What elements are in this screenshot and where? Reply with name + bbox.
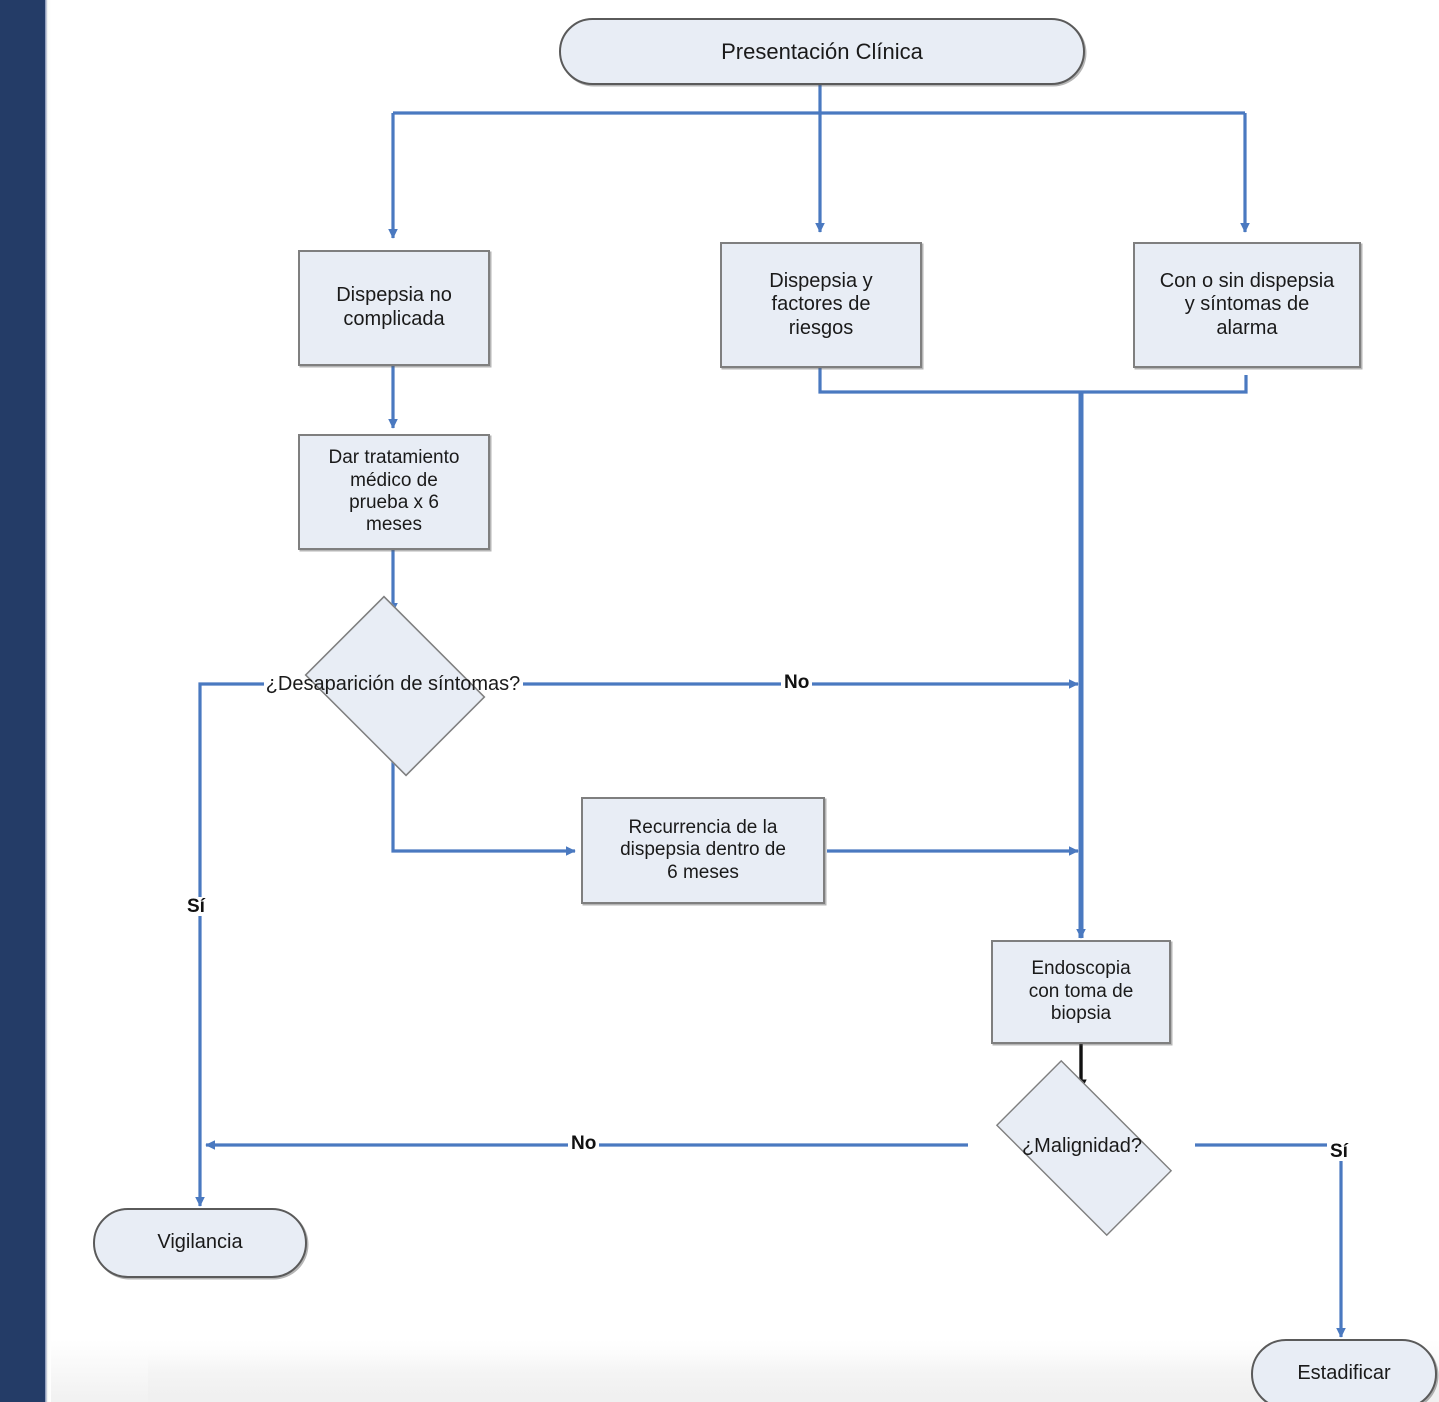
edge-label-desaparicion-si: Sí (184, 897, 208, 916)
node-estadificar[interactable]: Estadificar (1251, 1339, 1437, 1402)
node-label-line3: biopsia (1050, 1003, 1112, 1025)
node-label-line3: riesgos (788, 316, 854, 339)
node-label-line2: síntomas? (428, 673, 521, 695)
node-desaparicion-sintomas[interactable]: ¿Desaparición de síntomas? (266, 595, 520, 777)
node-label-line1: Dispepsia no (336, 284, 452, 307)
edge-row2-merge (818, 368, 1248, 394)
rail-gutter (45, 0, 51, 1402)
edge-label-malignidad-no: No (568, 1134, 600, 1153)
node-label-line2: médico de (350, 469, 438, 491)
left-navy-rail (0, 0, 45, 1402)
node-con-o-sin-dispepsia-alarma[interactable]: Con o sin dispepsia y síntomas de alarma (1133, 242, 1361, 368)
node-label: ¿Malignidad? (1022, 1134, 1142, 1158)
node-vigilancia[interactable]: Vigilancia (93, 1208, 307, 1278)
edge-decision-recurrencia (391, 755, 576, 856)
node-label-line2: factores de (771, 293, 871, 316)
node-label-line2: complicada (343, 308, 445, 330)
node-dispepsia-no-complicada[interactable]: Dispepsia no complicada (298, 250, 490, 366)
node-label: Vigilancia (157, 1231, 243, 1254)
node-label-line1: ¿Desaparición de (265, 673, 423, 695)
edge-label-desaparicion-no: No (781, 673, 813, 692)
node-label-line1: Dispepsia y (769, 269, 873, 292)
node-dispepsia-factores-riesgos[interactable]: Dispepsia y factores de riesgos (720, 242, 922, 368)
edge-label-malignidad-si: Sí (1327, 1142, 1351, 1161)
node-label-line1: ¿Malignidad? (1021, 1135, 1143, 1157)
node-label-line2: y síntomas de (1184, 293, 1310, 316)
node-recurrencia-dispepsia[interactable]: Recurrencia de la dispepsia dentro de 6 … (581, 797, 825, 904)
node-label-line2: dispepsia dentro de (620, 839, 786, 861)
edge-decision-si-vigilancia (195, 682, 264, 1207)
edge-malignidad-si (1195, 1143, 1346, 1338)
node-label: Presentación Clínica (721, 38, 923, 64)
node-endoscopia-biopsia[interactable]: Endoscopia con toma de biopsia (991, 940, 1171, 1044)
node-label-line1: Recurrencia de la (628, 816, 778, 838)
node-dar-tratamiento-medico[interactable]: Dar tratamiento médico de prueba x 6 mes… (298, 434, 490, 550)
node-presentacion-clinica[interactable]: Presentación Clínica (559, 18, 1085, 85)
node-label-line1: Con o sin dispepsia (1159, 269, 1335, 292)
node-malignidad[interactable]: ¿Malignidad? (972, 1059, 1192, 1237)
node-label: ¿Desaparición de síntomas? (266, 672, 521, 696)
bottom-band-shadow (148, 1354, 1439, 1402)
node-label-line3: alarma (1216, 316, 1278, 339)
node-label-line1: Dar tratamiento (328, 447, 460, 469)
node-label-line1: Endoscopia (1031, 958, 1131, 980)
node-label-line2: con toma de (1028, 980, 1134, 1002)
node-label-line3: 6 meses (667, 861, 739, 883)
node-label-line3: prueba x 6 (349, 492, 439, 513)
node-label: Estadificar (1297, 1362, 1391, 1385)
node-label-line4: meses (366, 514, 422, 536)
